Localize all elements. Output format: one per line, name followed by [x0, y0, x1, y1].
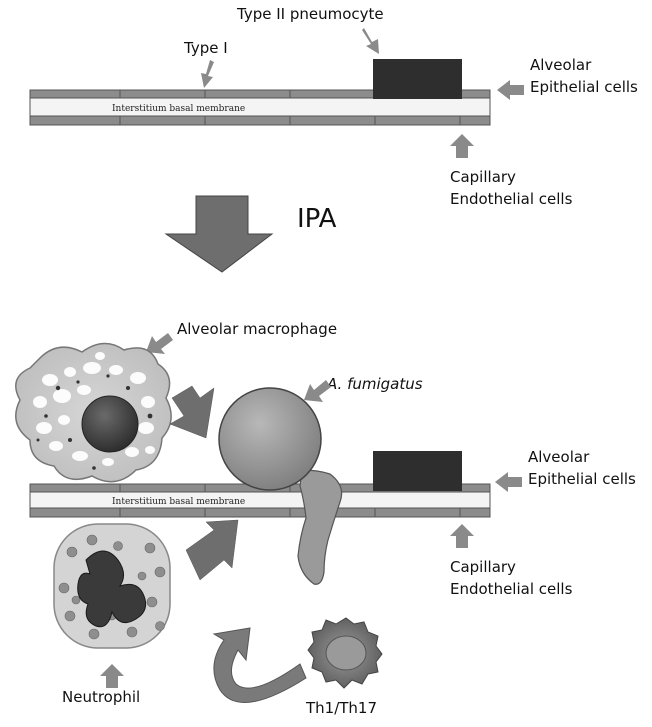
alveolar-arrow-bottom [495, 472, 522, 492]
macrophage-to-spore-arrow [169, 385, 215, 439]
type1-pointer-arrow [201, 60, 214, 88]
neutrophil-to-spore-arrow [185, 519, 239, 581]
th-curved-arrow [212, 627, 307, 703]
top-membrane [29, 89, 491, 126]
alveolar-label-bottom-2: Epithelial cells [528, 470, 636, 488]
type1-label: Type I [183, 39, 228, 57]
capillary-arrow-top [450, 134, 474, 158]
macrophage-pointer-arrow [146, 333, 173, 354]
neutrophil-nucleus [77, 550, 147, 628]
fumigatus-spore [218, 387, 322, 491]
alveolar-label-bottom-1: Alveolar [528, 448, 590, 466]
alveolar-macrophage [15, 342, 172, 483]
fumigatus-pointer-arrow [304, 380, 331, 402]
neutrophil-pointer-arrow [100, 664, 124, 688]
fumigatus-label: A. fumigatus [326, 375, 423, 393]
neutrophil-label: Neutrophil [62, 688, 140, 706]
membrane-label-top: Interstitium basal membrane [112, 104, 245, 114]
membrane-label-bottom: Interstitium basal membrane [112, 497, 245, 507]
ipa-down-arrow [164, 195, 274, 273]
alveolar-label-top-2: Epithelial cells [530, 78, 638, 96]
macrophage-label: Alveolar macrophage [177, 320, 337, 338]
alveolar-arrow-top [497, 80, 524, 100]
fumigatus-hypha [297, 469, 343, 585]
alveolar-label-top-1: Alveolar [530, 56, 592, 74]
type2-pneumocyte-block-bottom [373, 451, 462, 491]
type2-label: Type II pneumocyte [236, 5, 384, 23]
type2-pneumocyte-block [373, 59, 462, 99]
ipa-label: IPA [297, 204, 337, 234]
th-label: Th1/Th17 [305, 699, 377, 717]
capillary-arrow-bottom [450, 524, 474, 548]
type2-pointer-arrow [362, 28, 379, 54]
capillary-label-top-1: Capillary [450, 168, 516, 186]
capillary-label-bottom-1: Capillary [450, 558, 516, 576]
capillary-label-bottom-2: Endothelial cells [450, 580, 573, 598]
macrophage-nucleus [81, 395, 139, 453]
neutrophil [53, 523, 171, 649]
capillary-label-top-2: Endothelial cells [450, 190, 573, 208]
th-cell [307, 617, 383, 689]
